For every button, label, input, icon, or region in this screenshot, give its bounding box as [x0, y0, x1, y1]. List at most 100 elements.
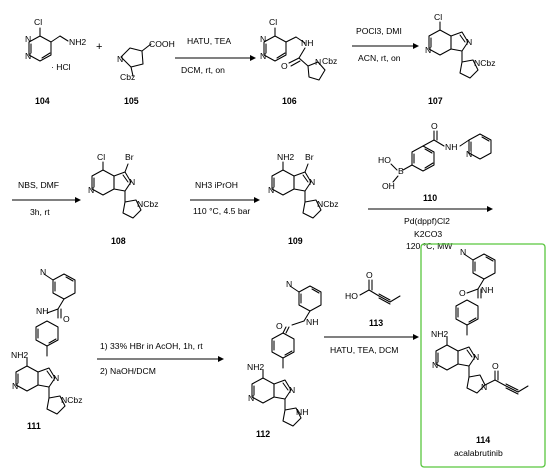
step7-below: HATU, TEA, DCM [330, 345, 398, 355]
compound-108: Cl Br N N NCbz 108 [88, 152, 159, 246]
reaction-arrow-4: NH3 iPrOH 110 °C, 4.5 bar [190, 180, 260, 216]
n-label: N [12, 381, 18, 391]
reaction-arrow-6: 1) 33% HBr in AcOH, 1h, rt 2) NaOH/DCM [97, 341, 224, 376]
n-label: N [481, 382, 487, 392]
n-label: N [460, 247, 466, 257]
n-label: N [117, 54, 123, 64]
reaction-arrow-1: HATU, TEA DCM, rt, on [175, 36, 256, 75]
compound-number: 109 [288, 236, 303, 246]
compound-name: acalabrutinib [454, 448, 503, 458]
compound-112: N NH O NH2 N N NH 112 [247, 279, 322, 439]
n-label: N [425, 45, 431, 55]
product-highlight-box [420, 243, 546, 468]
compound-106: Cl N N NH O N Cbz 106 [260, 17, 337, 106]
nh2-label: NH2 [11, 350, 28, 360]
o-label: O [431, 121, 438, 131]
compound-number: 114 [476, 435, 490, 445]
b-label: B [398, 166, 404, 176]
reaction-arrow-2: POCl3, DMI ACN, rt, on [352, 26, 419, 63]
br-label: Br [125, 152, 134, 162]
n-label: N [129, 177, 135, 187]
reaction-arrow-5: Pd(dppf)Cl2 K2CO3 120 °C, MW [368, 206, 493, 251]
compound-105: COOH N Cbz 105 [117, 39, 175, 106]
n-label: N [466, 149, 472, 159]
ho-label: HO [378, 155, 391, 165]
ncbz-label: NCbz [317, 199, 339, 209]
nh-label: NH [481, 285, 493, 295]
nh-label: NH [445, 142, 457, 152]
compound-110: B HO OH O NH N 110 [378, 121, 492, 203]
step5-below-3: 120 °C, MW [406, 241, 453, 251]
compound-number: 112 [256, 429, 270, 439]
cbz-label: Cbz [120, 72, 135, 82]
step4-below: 110 °C, 4.5 bar [193, 206, 250, 216]
ncbz-label: NCbz [474, 58, 496, 68]
n-label: N [315, 57, 321, 67]
n-label: N [432, 360, 438, 370]
plus-sign: + [96, 41, 102, 53]
step6-below: 2) NaOH/DCM [100, 366, 156, 376]
step5-below-1: Pd(dppf)Cl2 [404, 216, 450, 226]
step3-below: 3h, rt [30, 207, 50, 217]
step2-below: ACN, rt, on [358, 53, 401, 63]
n-label: N [309, 177, 315, 187]
compound-113: HO O 113 [345, 270, 401, 328]
n-label: N [88, 185, 94, 195]
reaction-arrow-7: HATU, TEA, DCM [324, 334, 419, 355]
compound-109: NH2 Br N N NCbz 109 [268, 152, 339, 246]
compound-114: N NH O NH2 N N N O 114 acalabrutinib [431, 247, 529, 458]
compound-104: Cl N N NH2 · HCl 104 [25, 17, 86, 106]
n-label: N [260, 51, 266, 61]
salt-label: · HCl [51, 62, 71, 72]
o-label: O [366, 270, 373, 280]
o-label: O [281, 61, 288, 71]
n-label: N [473, 352, 479, 362]
o-label: O [492, 361, 499, 371]
n-label: N [53, 373, 59, 383]
step1-below: DCM, rt, on [181, 65, 225, 75]
compound-number: 108 [111, 236, 126, 246]
nh-label: NH [36, 306, 48, 316]
step4-above: NH3 iPrOH [195, 180, 238, 190]
n-label: N [466, 37, 472, 47]
nh2-label: NH2 [277, 152, 294, 162]
reaction-arrow-3: NBS, DMF 3h, rt [12, 180, 81, 217]
ho-label: HO [345, 291, 358, 301]
n-label: N [260, 34, 266, 44]
n-label: N [289, 385, 295, 395]
o-label: O [276, 321, 283, 331]
ncbz-label: NCbz [61, 395, 83, 405]
step3-above: NBS, DMF [18, 180, 59, 190]
cbz-label: Cbz [322, 56, 337, 66]
step1-above: HATU, TEA [187, 36, 231, 46]
compound-number: 105 [124, 96, 139, 106]
nh2-label: NH2 [431, 329, 448, 339]
compound-number: 111 [27, 421, 41, 431]
n-label: N [25, 34, 31, 44]
compound-number: 113 [369, 318, 383, 328]
cl-label: Cl [269, 17, 277, 27]
oh-label: OH [382, 181, 395, 191]
step6-above: 1) 33% HBr in AcOH, 1h, rt [100, 341, 203, 351]
pyrrolidine-nh-label: NH [296, 407, 308, 417]
compound-number: 106 [282, 96, 297, 106]
cl-label: Cl [97, 152, 105, 162]
step2-above: POCl3, DMI [356, 26, 402, 36]
n-label: N [25, 51, 31, 61]
n-label: N [40, 267, 46, 277]
cl-label: Cl [34, 17, 42, 27]
nh-label: NH [306, 317, 318, 327]
nh2-label: NH2 [69, 37, 86, 47]
step5-below-2: K2CO3 [414, 229, 442, 239]
nh2-label: NH2 [247, 362, 264, 372]
n-label: N [268, 185, 274, 195]
compound-111: N NH O NH2 N N NCbz 111 [11, 267, 83, 431]
o-label: O [63, 314, 70, 324]
compound-number: 104 [35, 96, 50, 106]
n-label: N [248, 393, 254, 403]
cooh-label: COOH [149, 39, 175, 49]
compound-number: 107 [428, 96, 443, 106]
nh-label: NH [301, 38, 313, 48]
